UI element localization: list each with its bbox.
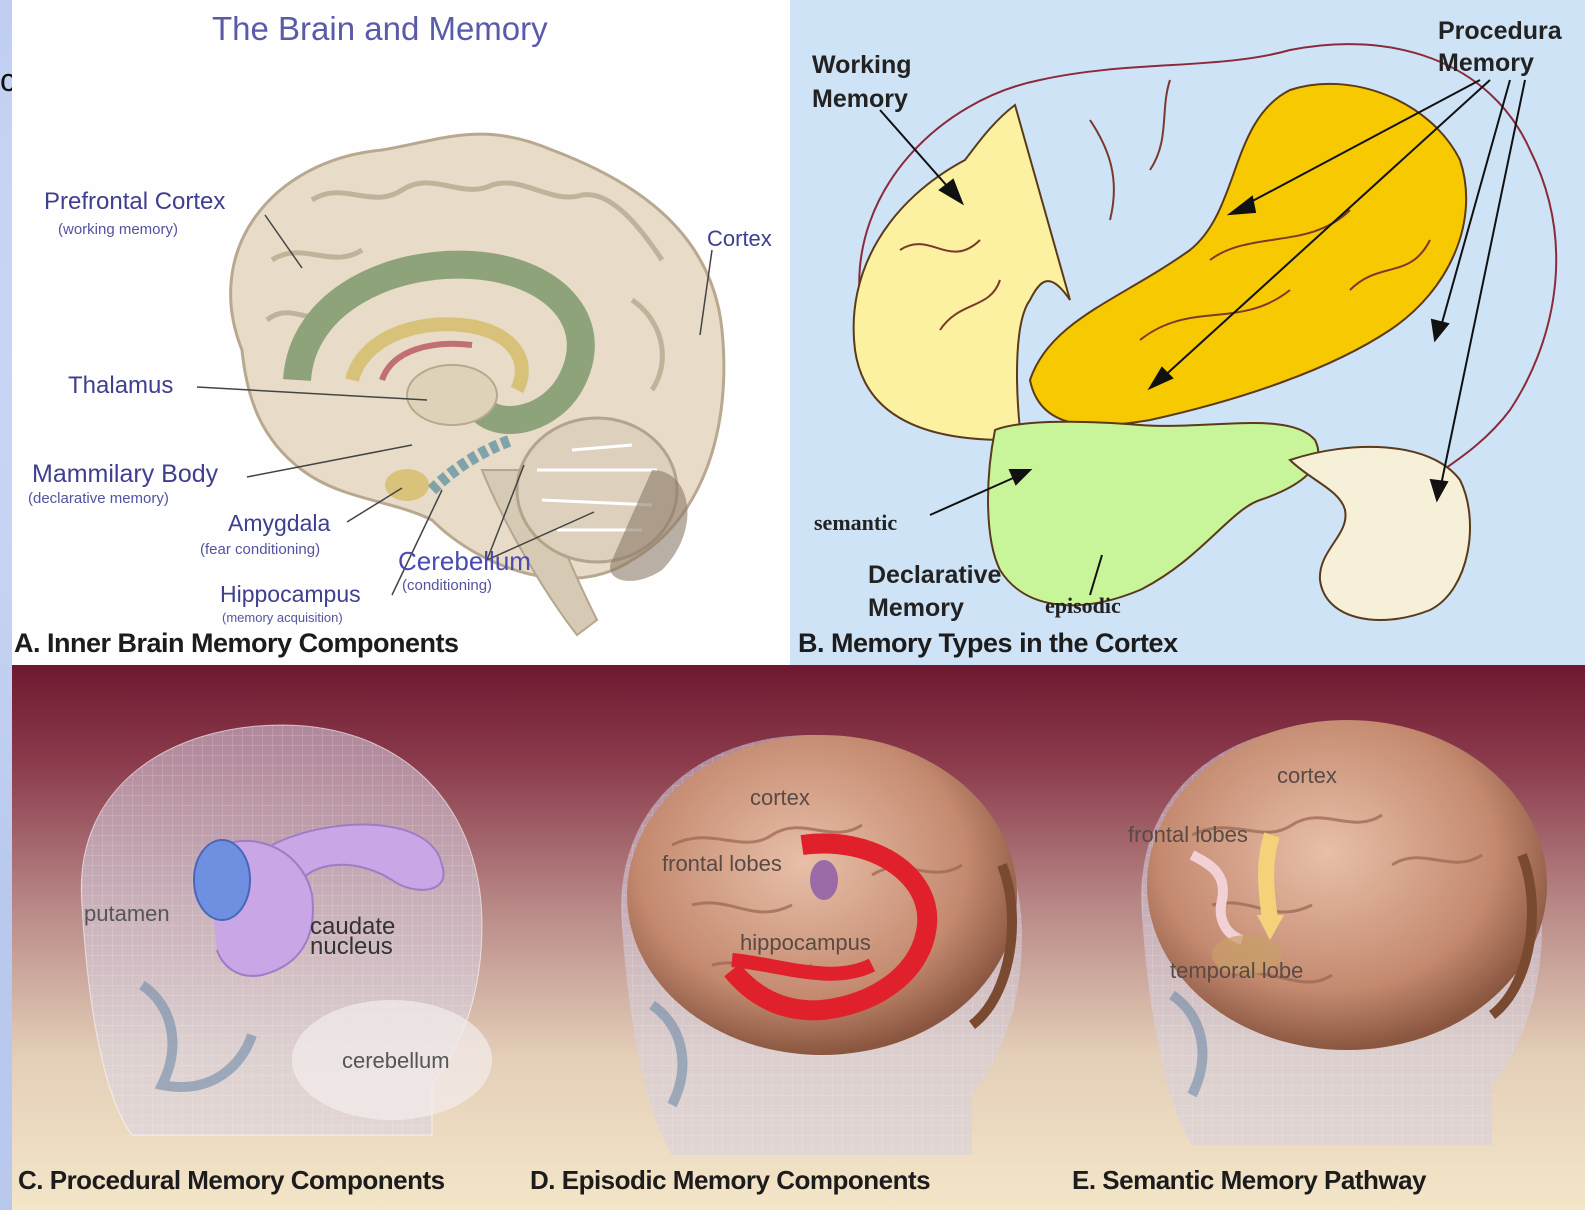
label-temporal-e: temporal lobe [1170,958,1303,984]
label-caudate-2: nucleus [310,933,393,961]
caption-e: E. Semantic Memory Pathway [1072,1165,1426,1196]
label-cerebellum-sub: (conditioning) [402,577,492,594]
label-mammilary-sub: (declarative memory) [28,490,169,507]
panel-3d-heads: putamen caudate nucleus cerebellum corte… [12,665,1585,1210]
label-hippocampus-d: hippocampus [740,930,871,956]
label-amygdala: Amygdala [228,510,330,537]
label-working-memory-1: Working [812,50,912,81]
caption-a: A. Inner Brain Memory Components [14,628,459,659]
label-working-memory-2: Memory [812,84,908,115]
label-prefrontal-sub: (working memory) [58,221,178,238]
label-cerebellum-c: cerebellum [342,1048,450,1074]
label-cortex-e: cortex [1277,763,1337,789]
label-procedural-memory-2: Memory [1438,48,1534,79]
label-putamen: putamen [84,901,170,927]
label-cortex-d: cortex [750,785,810,811]
label-episodic: episodic [1045,593,1121,619]
label-procedural-memory-1: Procedura [1438,16,1562,47]
label-mammilary-body: Mammilary Body [32,460,218,489]
label-semantic: semantic [814,510,897,536]
label-cerebellum: Cerebellum [398,546,531,577]
label-cortex: Cortex [707,226,772,252]
panel-inner-brain: The Brain and Memory Prefrontal Cortex (… [12,0,790,665]
head-e [1141,720,1547,1145]
label-declarative-memory-1: Declarative [868,560,1001,591]
panel-cortex-memory-types: Working Memory Procedura Memory semantic… [790,0,1585,665]
label-prefrontal-cortex: Prefrontal Cortex [44,188,225,216]
label-hippocampus-sub: (memory acquisition) [222,610,343,625]
label-frontal-e: frontal lobes [1128,822,1248,848]
panel-a-title: The Brain and Memory [212,10,548,48]
label-frontal-d: frontal lobes [662,851,782,877]
label-hippocampus: Hippocampus [220,581,361,608]
label-declarative-memory-2: Memory [868,593,964,624]
caption-b: B. Memory Types in the Cortex [798,628,1178,659]
label-thalamus: Thalamus [68,372,173,400]
label-amygdala-sub: (fear conditioning) [200,541,320,558]
caption-c: C. Procedural Memory Components [18,1165,445,1196]
caption-d: D. Episodic Memory Components [530,1165,930,1196]
